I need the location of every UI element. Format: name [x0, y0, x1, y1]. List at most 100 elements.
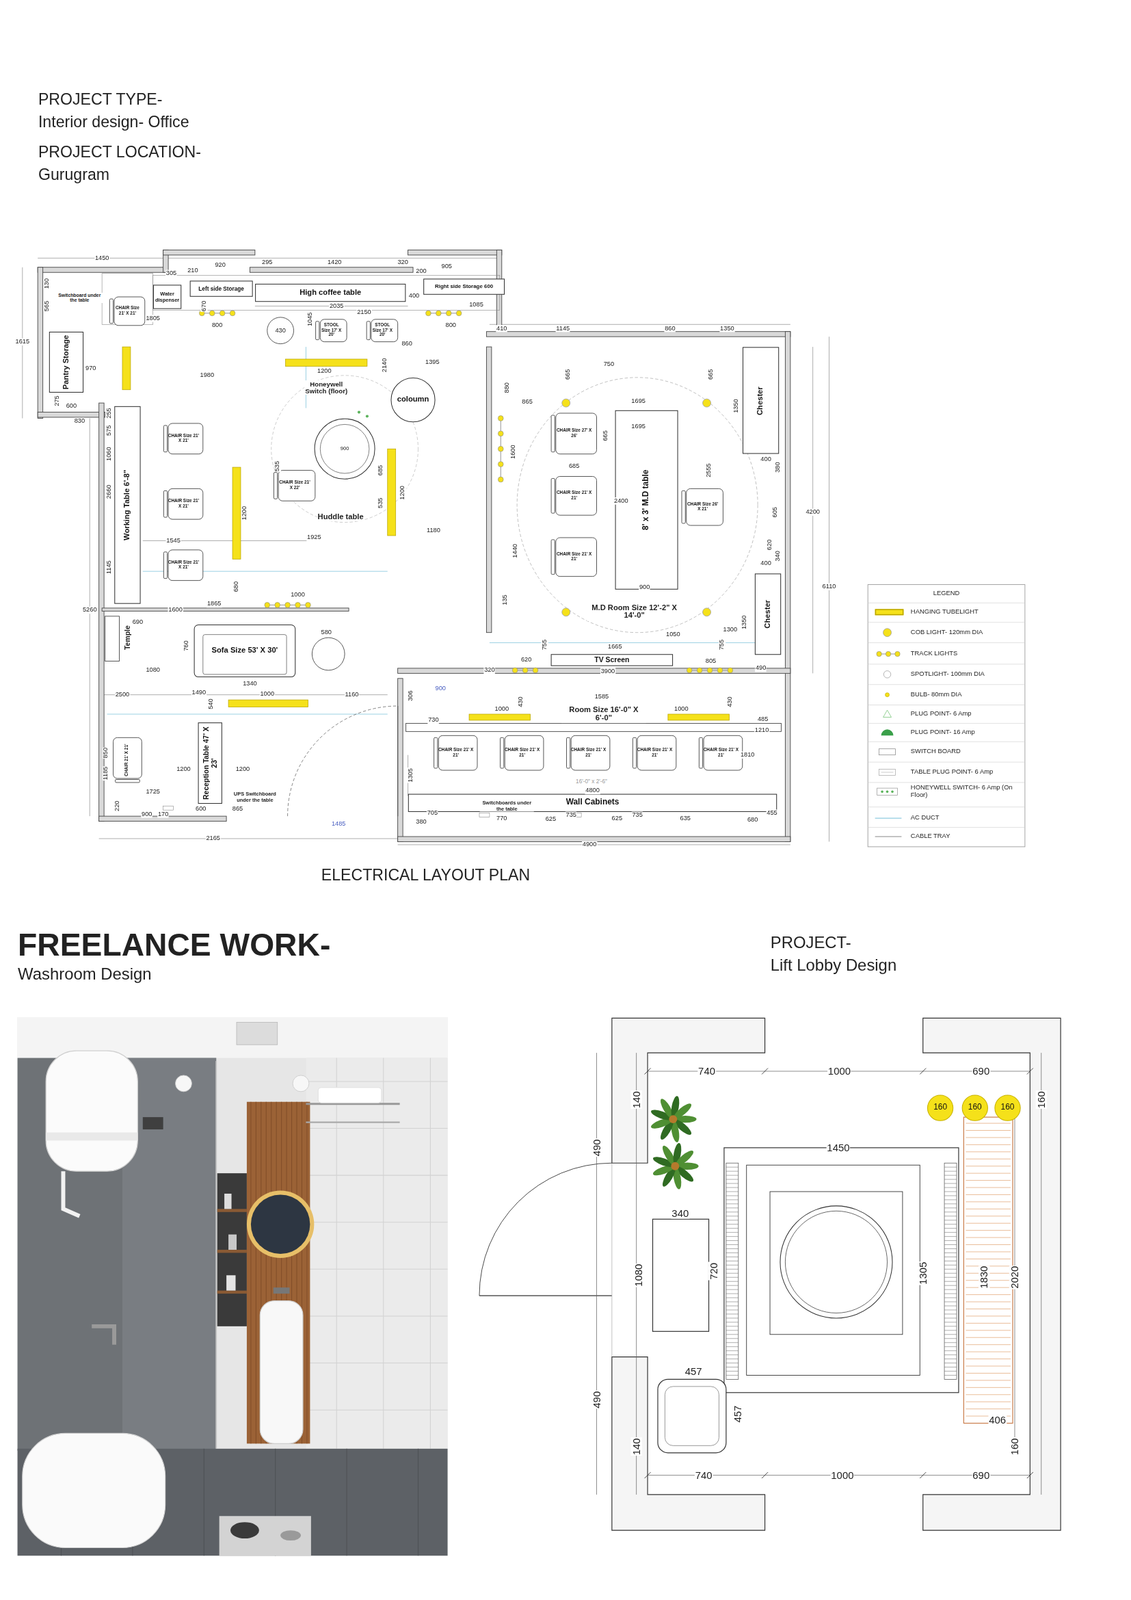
chair-seat — [570, 735, 610, 770]
hanging-tubelight — [228, 699, 308, 707]
legend-rule — [867, 826, 1026, 828]
track-light — [707, 667, 713, 673]
fringe-line — [726, 1247, 739, 1249]
node-label-group: CHAIR Size 21' X 21' — [167, 499, 199, 509]
dimension: 750 — [603, 360, 615, 368]
fringe-line — [944, 1358, 957, 1359]
wall — [249, 267, 414, 273]
bench-slat — [965, 1258, 1011, 1259]
water-dispenser: Water dispenser — [153, 284, 182, 310]
door-leaf — [397, 705, 398, 816]
node-label: TV Screen — [552, 655, 671, 664]
duct-symbol — [875, 817, 902, 819]
bench-slat — [965, 1407, 1011, 1409]
dimension: 1440 — [511, 542, 519, 558]
node-label: 160 — [996, 1102, 1018, 1112]
node-label-group: Chester — [763, 575, 773, 653]
annotation: Switchboards under the table — [480, 800, 535, 811]
fringe-line — [726, 1337, 739, 1339]
fringe-line — [944, 1190, 957, 1192]
track-light — [686, 667, 693, 673]
dimension: 1805 — [145, 314, 161, 322]
fringe-line — [726, 1358, 739, 1359]
bench-slat — [965, 1158, 1011, 1160]
fringe-line — [726, 1202, 739, 1204]
dimension: 1000 — [827, 1065, 852, 1077]
node-label: Left side Storage — [191, 285, 251, 292]
chair: CHAIR Size 21' X 21' — [109, 296, 147, 327]
fringe-line — [944, 1182, 957, 1184]
dimension: 170 — [157, 810, 169, 818]
dimension: 1725 — [145, 787, 161, 795]
outline — [153, 285, 181, 309]
chair-seat — [168, 423, 204, 455]
fringe-line — [726, 1272, 739, 1274]
outline — [255, 283, 406, 301]
fringe-line — [726, 1190, 739, 1192]
dimension: 1000 — [289, 590, 305, 598]
ceiling-light — [175, 1074, 193, 1092]
dimension: 406 — [988, 1414, 1006, 1426]
outline — [754, 573, 781, 655]
fringe-line — [726, 1174, 739, 1176]
exhaust-fan — [236, 1021, 278, 1045]
legend-text: SPOTLIGHT- 100mm DIA — [910, 670, 1021, 678]
fringe-line — [944, 1166, 957, 1168]
fringe-line — [726, 1268, 739, 1270]
track-light — [497, 430, 504, 437]
node-label: High coffee table — [257, 288, 405, 297]
legend-text: COB LIGHT- 120mm DIA — [910, 629, 1021, 636]
niche-shelf — [217, 1249, 247, 1253]
bench-slat — [965, 1215, 1011, 1216]
node-label-group: CHAIR Size 27' X 26' — [555, 428, 593, 439]
honeywell-switch — [357, 410, 361, 414]
ac-duct — [305, 346, 307, 408]
dimension-line — [1040, 1052, 1042, 1495]
node-label-group: Left side Storage — [191, 285, 251, 292]
dimension: 540 — [207, 698, 215, 710]
node-label: CHAIR Size 27' X 26' — [555, 428, 593, 439]
basin-tap — [273, 1286, 290, 1294]
chair-seat — [555, 537, 597, 577]
wood-panel — [246, 1101, 310, 1444]
dimension: 295 — [261, 258, 273, 266]
legend-rule — [867, 741, 1026, 742]
fringe-line — [726, 1333, 739, 1335]
switchboard-symbol — [879, 748, 896, 755]
outline — [927, 1094, 953, 1121]
light-fixture: 160 — [961, 1094, 989, 1121]
node-label: CHAIR Size 21' X 21' — [438, 748, 474, 758]
fringe-line — [944, 1178, 957, 1180]
dimension: 665 — [602, 429, 610, 442]
dimension: 1060 — [105, 446, 113, 462]
fringe-line — [944, 1333, 957, 1335]
fringe-line — [726, 1329, 739, 1330]
fringe-line — [944, 1202, 957, 1204]
dimension: 690 — [972, 1065, 991, 1077]
legend-text: PLUG POINT- 16 Amp — [910, 728, 1021, 736]
dimension: 1600 — [168, 606, 184, 614]
chair-back — [315, 321, 320, 340]
heading-text: PROJECT LOCATION- — [37, 143, 202, 161]
fringe-line — [944, 1206, 957, 1208]
working-table: Working Table 6'-8" — [114, 406, 141, 604]
table-plug-symbol — [879, 769, 896, 776]
bench-slat — [965, 1322, 1011, 1324]
legend-text: AC DUCT — [910, 814, 1021, 822]
node-label: coloumn — [395, 395, 431, 404]
dimension: 1305 — [407, 767, 415, 783]
track-light — [229, 310, 236, 316]
wood-slat — [255, 1101, 257, 1444]
fringe-line — [944, 1198, 957, 1200]
fringe-line — [726, 1353, 739, 1355]
heading-text: PROJECT- — [769, 933, 853, 952]
dimension: 665 — [564, 368, 572, 381]
bench-slat — [965, 1329, 1011, 1330]
dimension: 200 — [415, 268, 428, 275]
dimension: 1000 — [494, 704, 510, 712]
dimension: 1925 — [306, 534, 322, 541]
fringe-line — [726, 1345, 739, 1347]
node-label-group: Right side Storage 600 — [425, 283, 503, 290]
outline — [391, 378, 435, 422]
fringe-line — [944, 1170, 957, 1172]
